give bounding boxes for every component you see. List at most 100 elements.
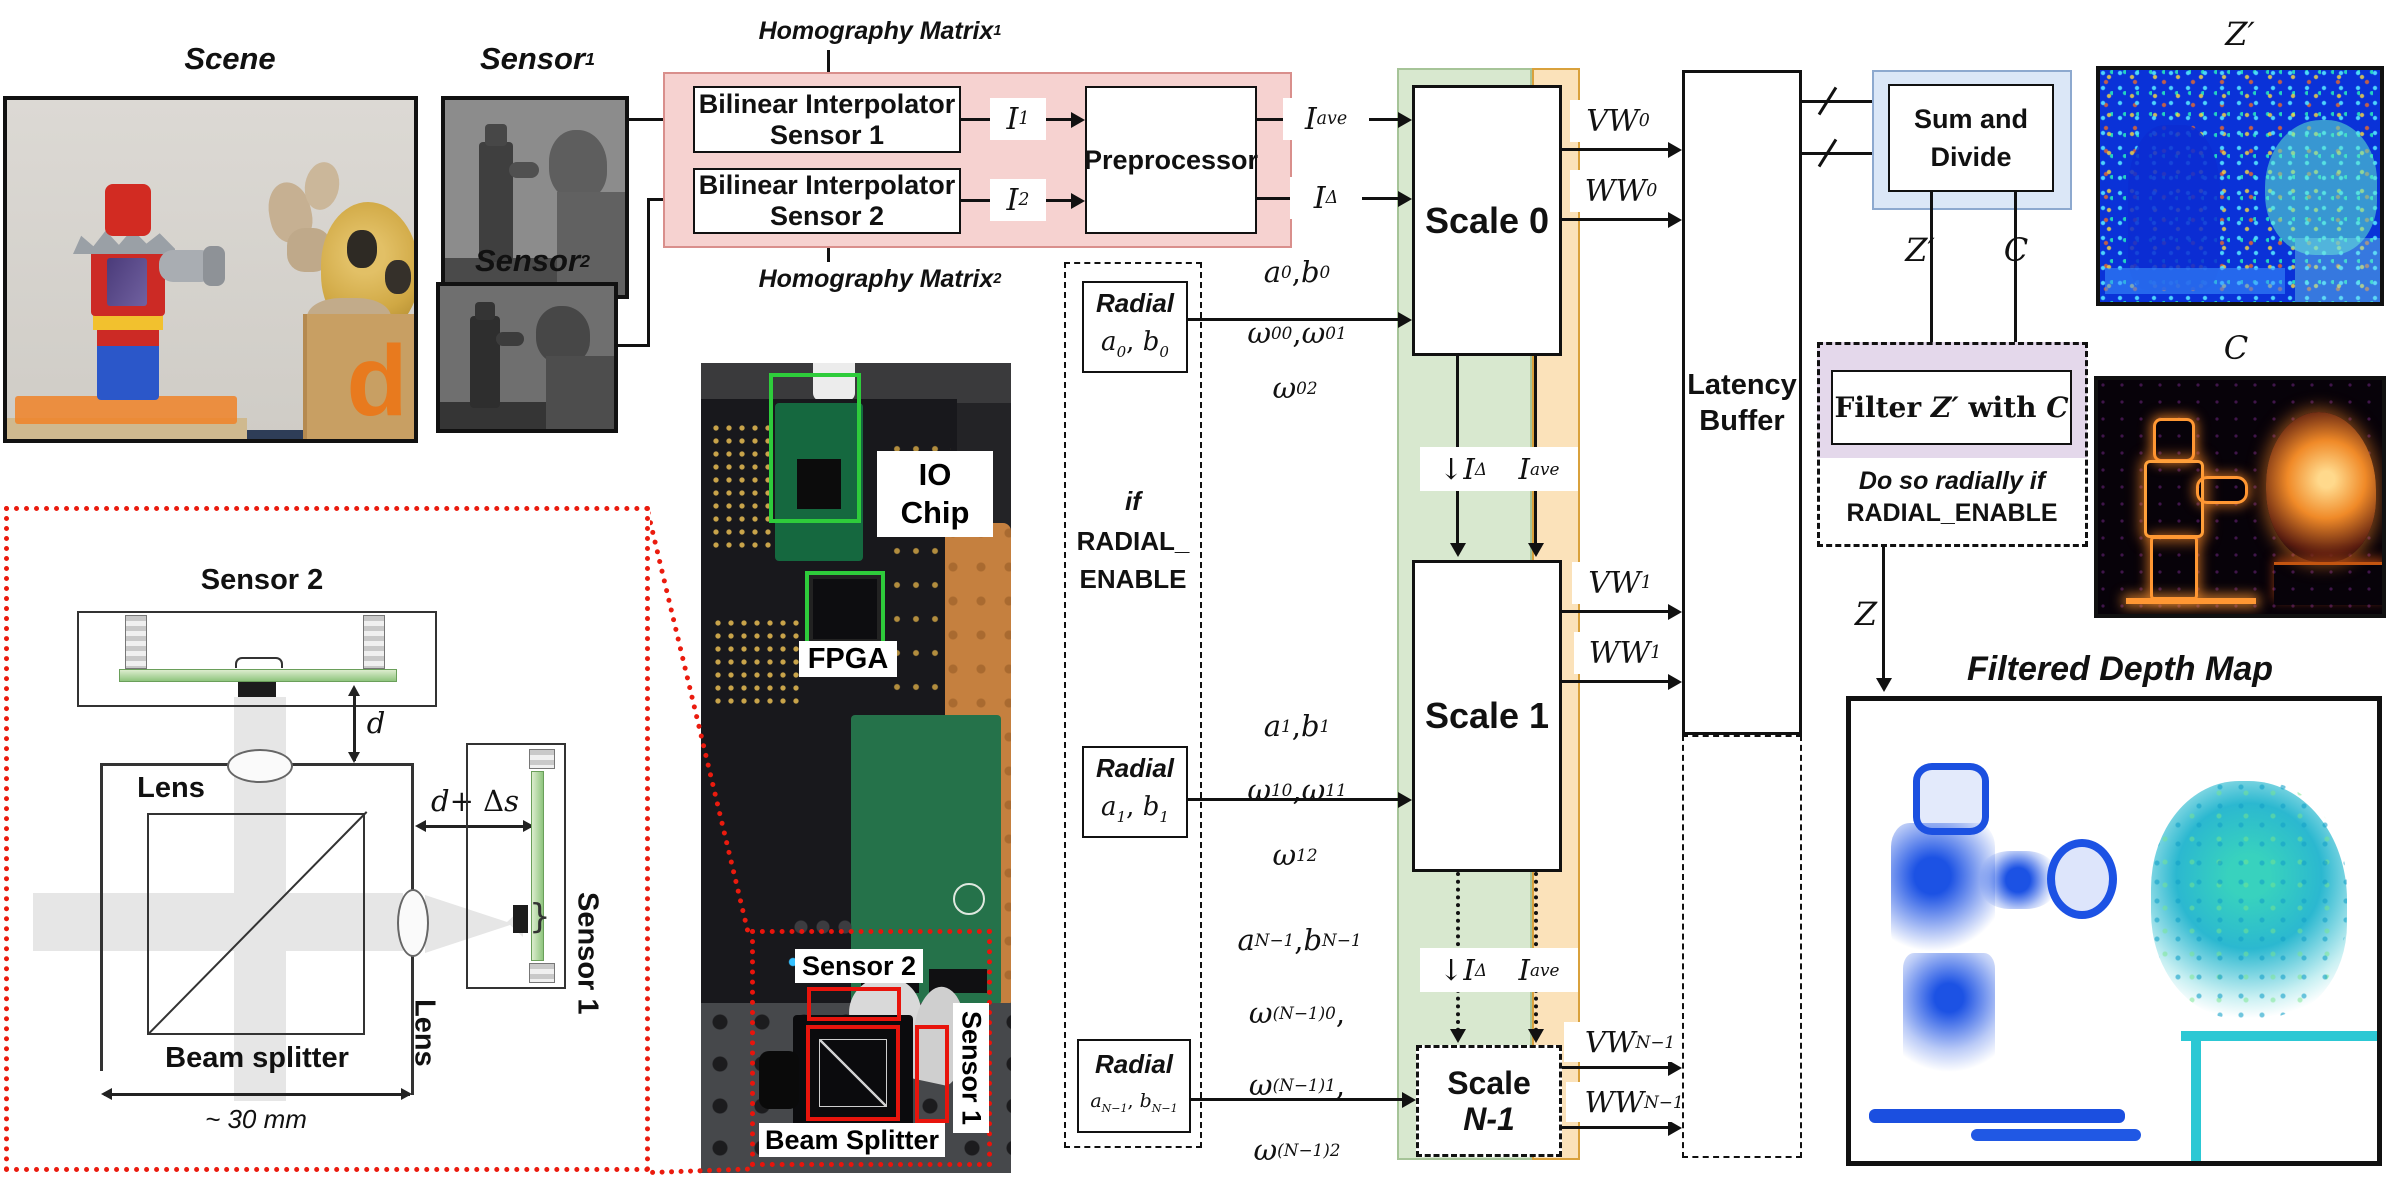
wood-block bbox=[303, 314, 414, 439]
zprime-signal-label: Z′ bbox=[1905, 231, 1935, 269]
art-block bbox=[546, 356, 614, 429]
housing-left-wall bbox=[100, 763, 103, 1071]
photo-sensor2-rect bbox=[807, 987, 901, 1021]
arrow-down-idelta0-head bbox=[1450, 543, 1466, 557]
c-figure-arm bbox=[2196, 476, 2248, 504]
sensor2-mount-right bbox=[363, 615, 385, 669]
bi2-line2: Sensor 2 bbox=[769, 201, 885, 231]
arrow-vwn-line bbox=[1562, 1066, 1669, 1069]
c-figure-base bbox=[2126, 598, 2256, 604]
optics-sensor1-label: Sensor 1 bbox=[571, 891, 604, 1015]
lego-legs bbox=[97, 338, 159, 400]
sensor2-mount-left bbox=[125, 615, 147, 669]
arrow-iave-head bbox=[1398, 112, 1412, 128]
turtle-shell-spot1 bbox=[347, 230, 377, 268]
arrow-idelta-head bbox=[1398, 191, 1412, 207]
bi1-line2: Sensor 1 bbox=[769, 119, 885, 150]
scene-label: Scene bbox=[184, 41, 276, 76]
zoom-connector-bottom bbox=[650, 1166, 751, 1175]
arrow-hm2-line bbox=[827, 248, 830, 262]
arrow-sensor2-seg1 bbox=[618, 344, 650, 347]
zprime-image bbox=[2096, 66, 2384, 306]
d-dim-head-down bbox=[348, 752, 360, 763]
sum-line1: Sum and bbox=[1913, 104, 2028, 134]
radial-enable-word2: ENABLE bbox=[1079, 563, 1187, 594]
filter-title: Filter Z′ with C bbox=[1834, 391, 2069, 424]
art-turtle bbox=[536, 306, 590, 364]
photo-fpga-chip bbox=[813, 579, 877, 639]
arrow-wwn-line bbox=[1562, 1126, 1669, 1129]
beam-horizontal bbox=[33, 893, 403, 951]
mm-head-left bbox=[101, 1088, 112, 1100]
c-turtle-block-edge bbox=[2274, 562, 2382, 605]
arrow-ww1-head bbox=[1668, 674, 1682, 690]
mm-head-right bbox=[401, 1088, 412, 1100]
beamsplitter-cube bbox=[147, 813, 365, 1035]
latency-line2: Buffer bbox=[1699, 404, 1785, 437]
photo-usb-cable bbox=[813, 363, 855, 401]
scale1-box: Scale 1 bbox=[1412, 560, 1562, 872]
depth-figure-arm bbox=[1979, 851, 2057, 909]
art-figure-head bbox=[485, 124, 507, 146]
art-block bbox=[557, 192, 625, 295]
depth-map-image bbox=[1846, 696, 2382, 1166]
photo-sensor1-text: Sensor 1 bbox=[956, 1010, 987, 1126]
art-turtle bbox=[549, 130, 607, 200]
radial-enable-column bbox=[1064, 262, 1202, 1148]
arrow-c-line bbox=[2014, 192, 2017, 354]
c-figure-legs bbox=[2150, 536, 2198, 600]
depth-figure-base2 bbox=[1971, 1129, 2141, 1141]
lego-hips bbox=[97, 330, 159, 346]
lego-arm-scope bbox=[203, 246, 225, 286]
latency-buffer-box: Latency Buffer bbox=[1682, 70, 1802, 735]
sensor1-pcb-strip bbox=[531, 771, 544, 961]
lego-head bbox=[105, 184, 151, 236]
bi2-line1: Bilinear Interpolator bbox=[698, 170, 956, 200]
c-image bbox=[2094, 376, 2386, 618]
arrow-down-iave0-head bbox=[1528, 543, 1544, 557]
arrow-down-iave1-head bbox=[1528, 1029, 1544, 1043]
radial-box-1: Radial a1, b1 bbox=[1082, 746, 1188, 838]
art-figure-arm bbox=[496, 332, 524, 346]
wood-block-letter: d bbox=[346, 324, 408, 437]
optics-sensor2-label: Sensor 2 bbox=[200, 563, 324, 596]
photo-zoom-outline bbox=[750, 929, 992, 1167]
sensor1-mount-bottom bbox=[529, 963, 555, 983]
sensor1-die bbox=[513, 905, 528, 933]
if-label: if bbox=[1125, 485, 1141, 516]
depth-figure-fist bbox=[2047, 839, 2117, 919]
c-figure-head bbox=[2153, 418, 2195, 462]
dds-head-left bbox=[415, 820, 426, 832]
art-figure-arm bbox=[509, 162, 539, 178]
radialn-title: Radial bbox=[1094, 1048, 1174, 1079]
scene-orange-plate bbox=[15, 396, 237, 424]
radial-box-n: Radial aN−1, bN−1 bbox=[1077, 1039, 1191, 1133]
arrow-vwn-head bbox=[1668, 1060, 1682, 1076]
latency-buffer-extension bbox=[1682, 735, 1802, 1158]
art-figure bbox=[479, 142, 513, 262]
arrow-bus2-line bbox=[1802, 152, 1875, 155]
filter-dashed-outline bbox=[1817, 342, 2088, 547]
sensor1-photo bbox=[441, 96, 629, 299]
arrow-radialn-line bbox=[1191, 1098, 1403, 1101]
arrow-ww1-line bbox=[1562, 680, 1669, 683]
photo-adafruit-chip bbox=[797, 459, 841, 509]
photo-beamsplitter-text: Beam Splitter bbox=[764, 1124, 940, 1155]
io-label-line2: Chip bbox=[900, 495, 970, 530]
radial0-title: Radial bbox=[1095, 287, 1175, 318]
photo-pads2 bbox=[713, 618, 799, 708]
